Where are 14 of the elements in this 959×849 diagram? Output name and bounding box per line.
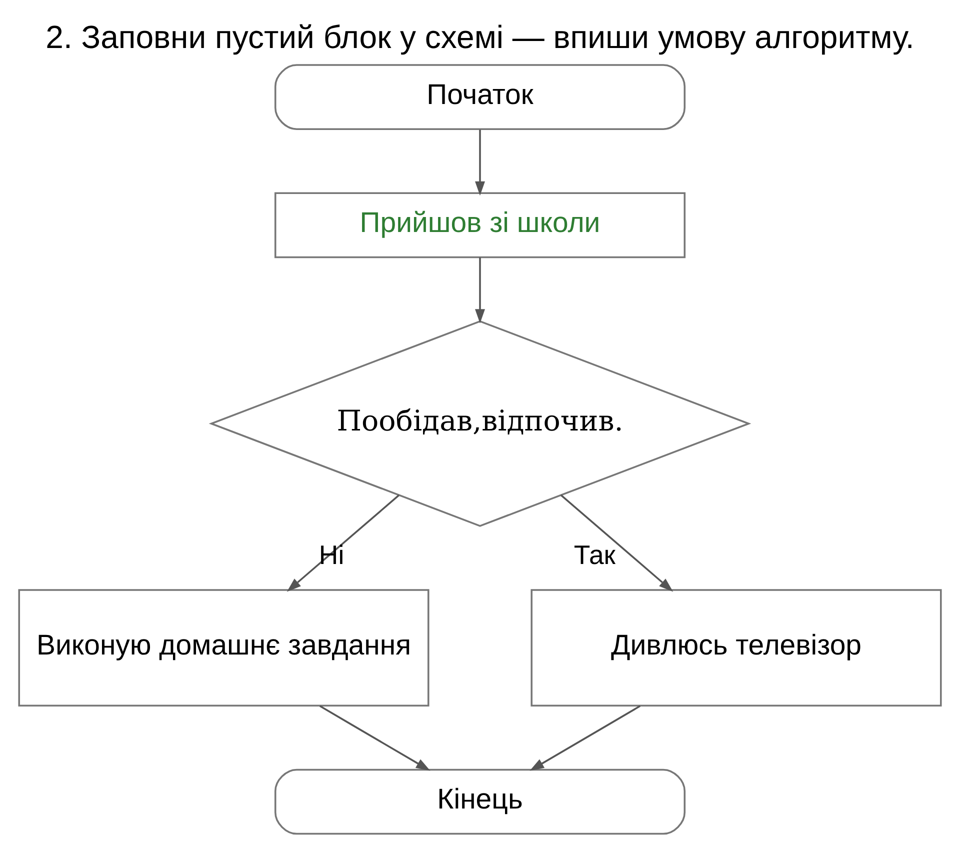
arrow [560, 494, 673, 592]
arrow [474, 130, 484, 196]
node-diamond: Пообідав,відпочив. [208, 320, 751, 527]
node-box: Дивлюсь телевізор [530, 589, 942, 707]
arrow [474, 257, 484, 324]
arrow [529, 705, 640, 771]
node-box: Виконую домашнє завдання [18, 589, 429, 707]
node-box: Прийшов зі школи [274, 192, 686, 258]
node-box: Початок [274, 64, 686, 130]
arrow [286, 494, 399, 592]
edge-label: Так [573, 540, 615, 570]
diagram-title: 2. Заповни пустий блок у схемі — впиши умову алгоритму. [45, 18, 914, 55]
arrow [318, 705, 430, 771]
node-box: Кінець [274, 768, 686, 835]
